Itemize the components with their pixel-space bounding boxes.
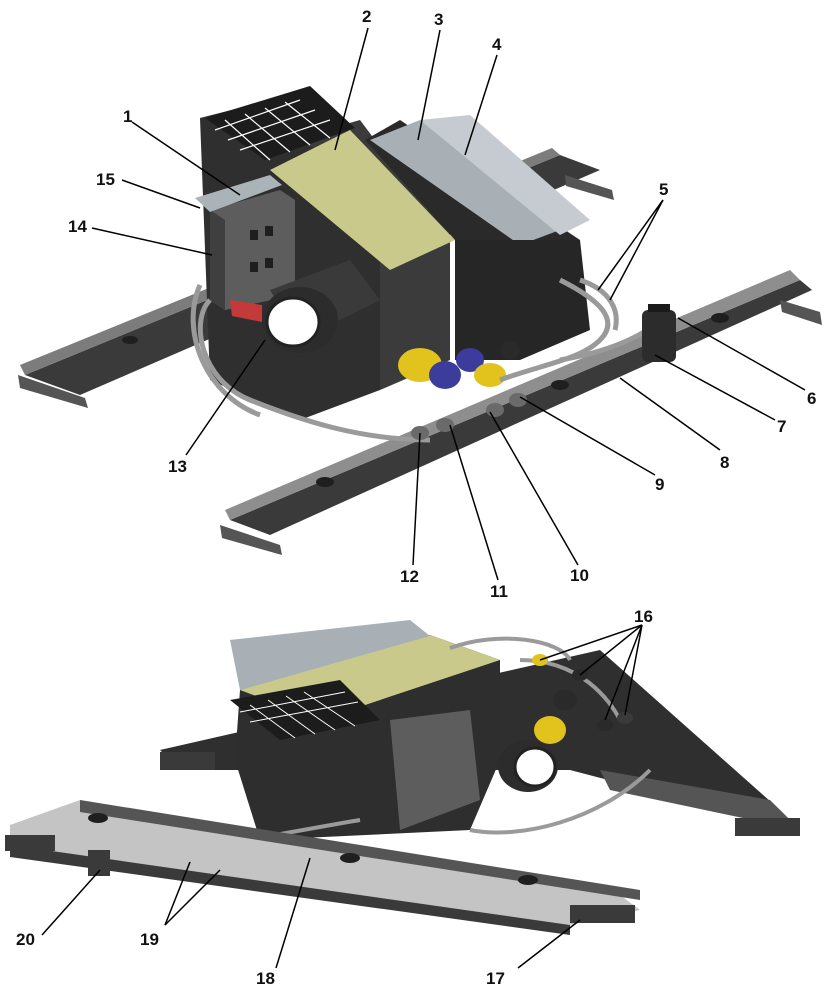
callout-6: 6 [807, 389, 816, 408]
callout-15: 15 [96, 170, 115, 189]
pump-cluster [398, 341, 520, 389]
radiator-panel [370, 120, 560, 245]
main-housing-bottom [230, 620, 577, 840]
callout-17: 17 [486, 969, 505, 988]
callout-20: 20 [16, 930, 35, 949]
top-view [18, 86, 822, 555]
frame-beam-front-bottom [5, 800, 640, 935]
pipe-bundle [190, 277, 662, 443]
callout-19: 19 [140, 930, 159, 949]
callout-10: 10 [570, 566, 589, 585]
callout-8: 8 [720, 453, 729, 472]
callout-1: 1 [123, 107, 132, 126]
bracket [88, 850, 110, 876]
leader-lines [41, 27, 806, 969]
side-box-bottom [390, 710, 480, 830]
olive-panel [270, 130, 455, 270]
callout-7: 7 [777, 417, 786, 436]
callout-14: 14 [68, 217, 87, 236]
callout-3: 3 [434, 10, 443, 29]
callout-12: 12 [400, 567, 419, 586]
callout-16: 16 [634, 607, 653, 626]
callout-2: 2 [362, 7, 371, 26]
callout-11: 11 [490, 582, 508, 601]
callout-18: 18 [256, 969, 275, 988]
callout-9: 9 [655, 475, 664, 494]
motor [230, 260, 380, 353]
callout-labels: 1 2 3 4 5 6 7 8 9 10 11 12 13 14 15 16 1… [16, 7, 816, 988]
filter [642, 304, 676, 362]
intake-grille-bottom [230, 680, 380, 740]
callout-4: 4 [492, 35, 502, 54]
bottom-view [5, 620, 800, 935]
callout-5: 5 [659, 180, 668, 199]
intake-grille [205, 86, 355, 160]
callout-13: 13 [168, 457, 187, 476]
